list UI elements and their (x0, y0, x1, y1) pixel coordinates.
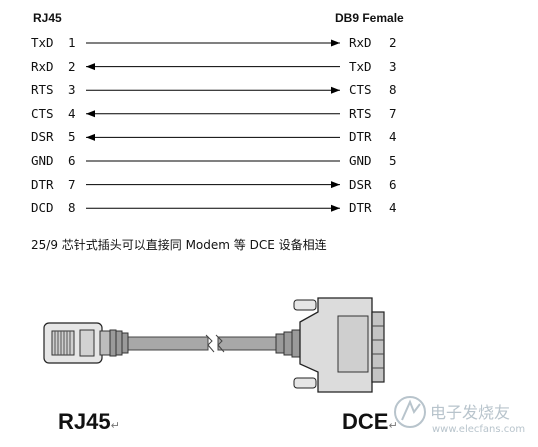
arrowhead-right-icon (331, 181, 340, 189)
wire-arrow (86, 133, 340, 141)
rj45-signal-label: DTR (31, 176, 54, 192)
db9-pin-number: 5 (389, 153, 397, 168)
arrowhead-left-icon (86, 133, 95, 141)
watermark-url: www.elecfans.com (432, 424, 526, 435)
rj45-signal-label: RTS (31, 82, 54, 98)
rj45-pin-number: 4 (68, 105, 76, 121)
db9-pin-number: 2 (389, 35, 397, 50)
db9-pin-number: 6 (389, 176, 397, 192)
rj45-pin-number: 7 (68, 176, 76, 192)
wire-arrow (86, 181, 340, 189)
db9-signal-label: GND (349, 153, 372, 168)
cable-icon (127, 334, 277, 353)
db9-pin-number: 4 (389, 129, 397, 145)
arrowhead-right-icon (331, 39, 340, 47)
db-connector-icon (275, 297, 385, 393)
rj45-pin-number: 8 (68, 200, 76, 216)
db9-pin-number: 7 (389, 105, 397, 121)
rj45-signal-label: DCD (31, 200, 54, 216)
db9-signal-label: RTS (349, 105, 372, 121)
rj45-signal-label: TxD (31, 35, 54, 50)
db9-signal-label: DTR (349, 200, 372, 216)
wire-arrow (86, 110, 340, 118)
caption-text: 25/9 芯针式插头可以直接同 Modem 等 DCE 设备相连 (31, 238, 327, 252)
rj45-signal-label: RxD (31, 58, 54, 74)
db9-signal-label: DTR (349, 129, 372, 145)
arrowhead-right-icon (331, 204, 340, 212)
watermark-brand: 电子发烧友 (430, 403, 511, 422)
arrowhead-left-icon (86, 110, 95, 118)
arrowhead-left-icon (86, 63, 95, 71)
db9-signal-label: DSR (349, 176, 372, 192)
rj45-pin-number: 5 (68, 129, 76, 145)
dce-label-text: DCE (342, 409, 389, 434)
wire-arrow (86, 39, 340, 47)
rj45-label-text: RJ45 (58, 409, 111, 434)
wiring-arrows (86, 39, 340, 212)
rj45-pin-number: 6 (68, 153, 76, 168)
wire-arrow (86, 86, 340, 94)
return-mark-icon: ↵ (110, 420, 120, 432)
rj45-plug-icon (43, 322, 129, 364)
db9-signal-label: TxD (349, 58, 372, 74)
rj45-pin-number: 3 (68, 82, 76, 98)
db9-female-header: DB9 Female (335, 11, 404, 25)
db9-signal-label: RxD (349, 35, 372, 50)
arrowhead-right-icon (331, 86, 340, 94)
dce-label: DCE↵ (342, 409, 398, 435)
db9-pin-number: 8 (389, 82, 397, 98)
rj45-signal-label: GND (31, 153, 54, 168)
rj45-signal-label: DSR (31, 129, 54, 145)
rj45-pin-number: 2 (68, 58, 76, 74)
return-mark-icon: ↵ (388, 420, 398, 432)
rj45-pin-number: 1 (68, 35, 76, 50)
db9-signal-label: CTS (349, 82, 372, 98)
rj45-header: RJ45 (33, 11, 62, 25)
rj45-signal-label: CTS (31, 105, 54, 121)
db9-pin-number: 3 (389, 58, 397, 74)
wire-arrow (86, 63, 340, 71)
rj45-label: RJ45↵ (58, 409, 120, 435)
db9-pin-number: 4 (389, 200, 397, 216)
wire-arrow (86, 204, 340, 212)
